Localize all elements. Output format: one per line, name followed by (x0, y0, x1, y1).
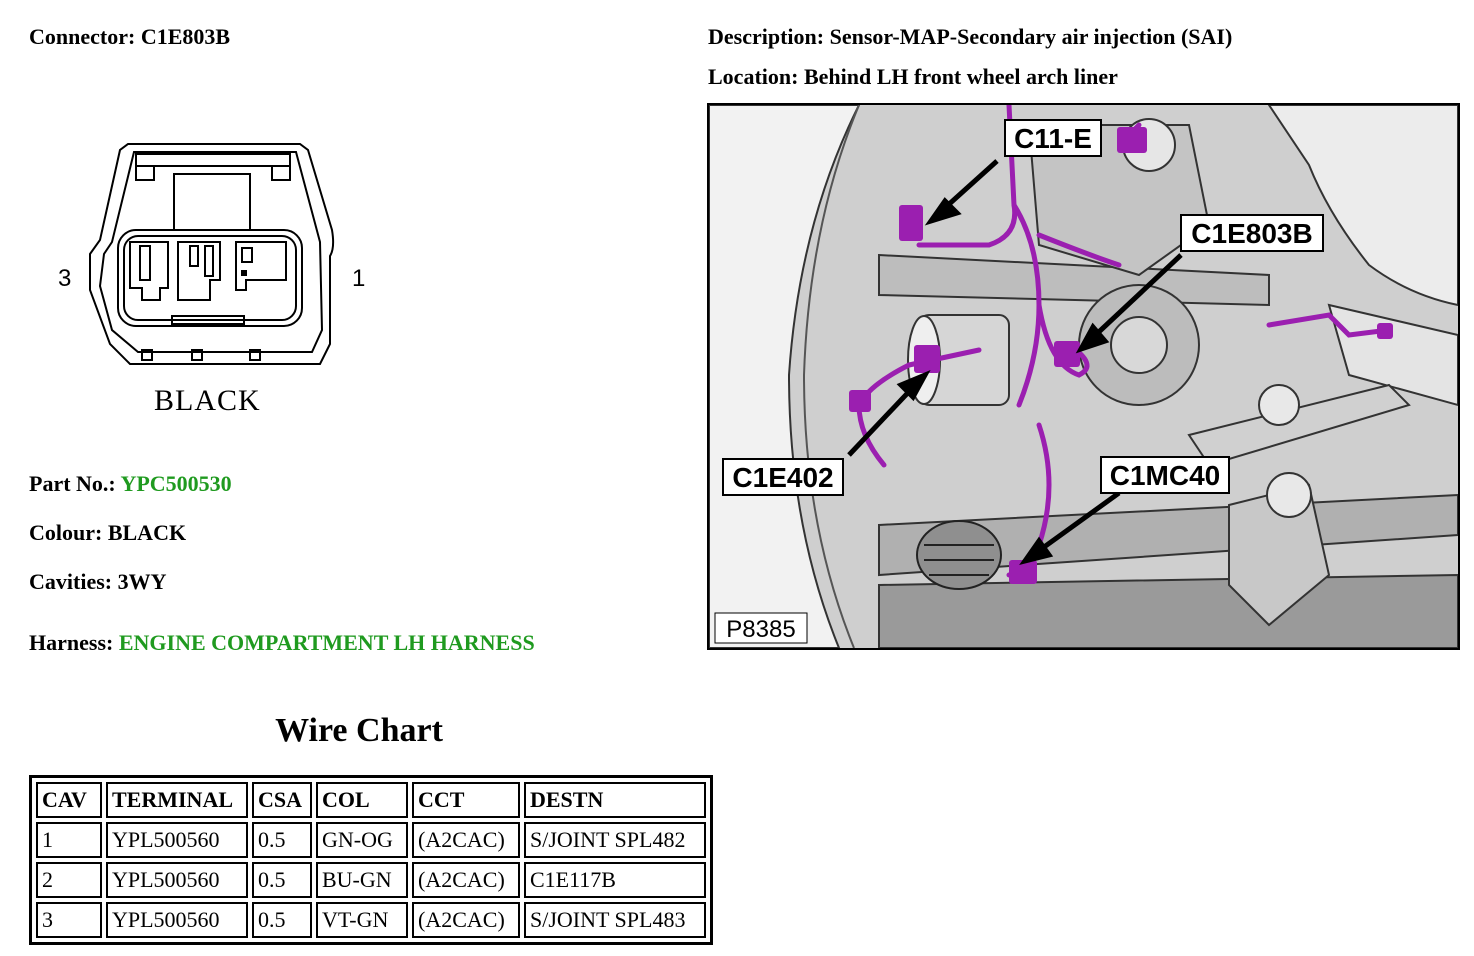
cell-cct: (A2CAC) (412, 822, 520, 858)
description-value: Sensor-MAP-Secondary air injection (SAI) (829, 24, 1233, 49)
connector-label: Connector: (29, 24, 136, 49)
header-terminal: TERMINAL (106, 782, 248, 818)
cell-terminal: YPL500560 (106, 902, 248, 938)
cell-destn: S/JOINT SPL482 (524, 822, 706, 858)
vehicle-wheel-arch-drawing: C11-E C1E803B C1E402 C1MC40 P8385 (709, 105, 1458, 648)
callout-c1e803b: C1E803B (1191, 218, 1312, 249)
connector-face-diagram: 3 1 BLACK (58, 143, 365, 417)
table-header-row: CAV TERMINAL CSA COL CCT DESTN (36, 782, 706, 818)
colour-label: Colour: (29, 520, 103, 545)
cavities-label: Cavities: (29, 569, 113, 594)
part-no-link[interactable]: YPC500530 (120, 471, 232, 496)
cell-cct: (A2CAC) (412, 902, 520, 938)
header-col: COL (316, 782, 408, 818)
header-cct: CCT (412, 782, 520, 818)
colour-line: Colour: BLACK (29, 520, 186, 546)
table-row: 1 YPL500560 0.5 GN-OG (A2CAC) S/JOINT SP… (36, 822, 706, 858)
colour-value: BLACK (107, 520, 187, 545)
location-line: Location: Behind LH front wheel arch lin… (708, 64, 1118, 90)
cell-cct: (A2CAC) (412, 862, 520, 898)
wire-chart-title: Wire Chart (275, 712, 443, 749)
cell-csa: 0.5 (252, 822, 312, 858)
table-row: 2 YPL500560 0.5 BU-GN (A2CAC) C1E117B (36, 862, 706, 898)
figure-id: P8385 (726, 616, 795, 643)
callout-c1e402: C1E402 (732, 462, 833, 493)
cavities-value: 3WY (117, 569, 167, 594)
header-cav: CAV (36, 782, 102, 818)
description-line: Description: Sensor-MAP-Secondary air in… (708, 24, 1232, 50)
cell-cav: 3 (36, 902, 102, 938)
cell-destn: S/JOINT SPL483 (524, 902, 706, 938)
callout-c1mc40: C1MC40 (1110, 460, 1220, 491)
connector-value: C1E803B (140, 24, 231, 49)
harness-label: Harness: (29, 630, 114, 655)
pin-3-label: 3 (58, 265, 71, 292)
part-no-label: Part No.: (29, 471, 116, 496)
cell-terminal: YPL500560 (106, 862, 248, 898)
cell-col: GN-OG (316, 822, 408, 858)
location-label: Location: (708, 64, 799, 89)
location-value: Behind LH front wheel arch liner (803, 64, 1118, 89)
connector-colour-caption: BLACK (154, 384, 261, 417)
connector-line: Connector: C1E803B (29, 24, 230, 50)
cell-destn: C1E117B (524, 862, 706, 898)
header-csa: CSA (252, 782, 312, 818)
cell-csa: 0.5 (252, 902, 312, 938)
location-illustration: C11-E C1E803B C1E402 C1MC40 P8385 (707, 103, 1460, 650)
cell-csa: 0.5 (252, 862, 312, 898)
harness-link[interactable]: ENGINE COMPARTMENT LH HARNESS (118, 630, 535, 655)
cell-terminal: YPL500560 (106, 822, 248, 858)
cell-cav: 1 (36, 822, 102, 858)
cell-col: VT-GN (316, 902, 408, 938)
callout-c11-e: C11-E (1014, 123, 1092, 154)
header-destn: DESTN (524, 782, 706, 818)
harness-line: Harness: ENGINE COMPARTMENT LH HARNESS (29, 630, 535, 656)
part-no-line: Part No.: YPC500530 (29, 471, 232, 497)
description-label: Description: (708, 24, 825, 49)
cavities-line: Cavities: 3WY (29, 569, 166, 595)
pin-1-label: 1 (352, 265, 365, 292)
cell-col: BU-GN (316, 862, 408, 898)
table-row: 3 YPL500560 0.5 VT-GN (A2CAC) S/JOINT SP… (36, 902, 706, 938)
wire-chart-table: CAV TERMINAL CSA COL CCT DESTN 1 YPL5005… (29, 775, 713, 945)
cell-cav: 2 (36, 862, 102, 898)
